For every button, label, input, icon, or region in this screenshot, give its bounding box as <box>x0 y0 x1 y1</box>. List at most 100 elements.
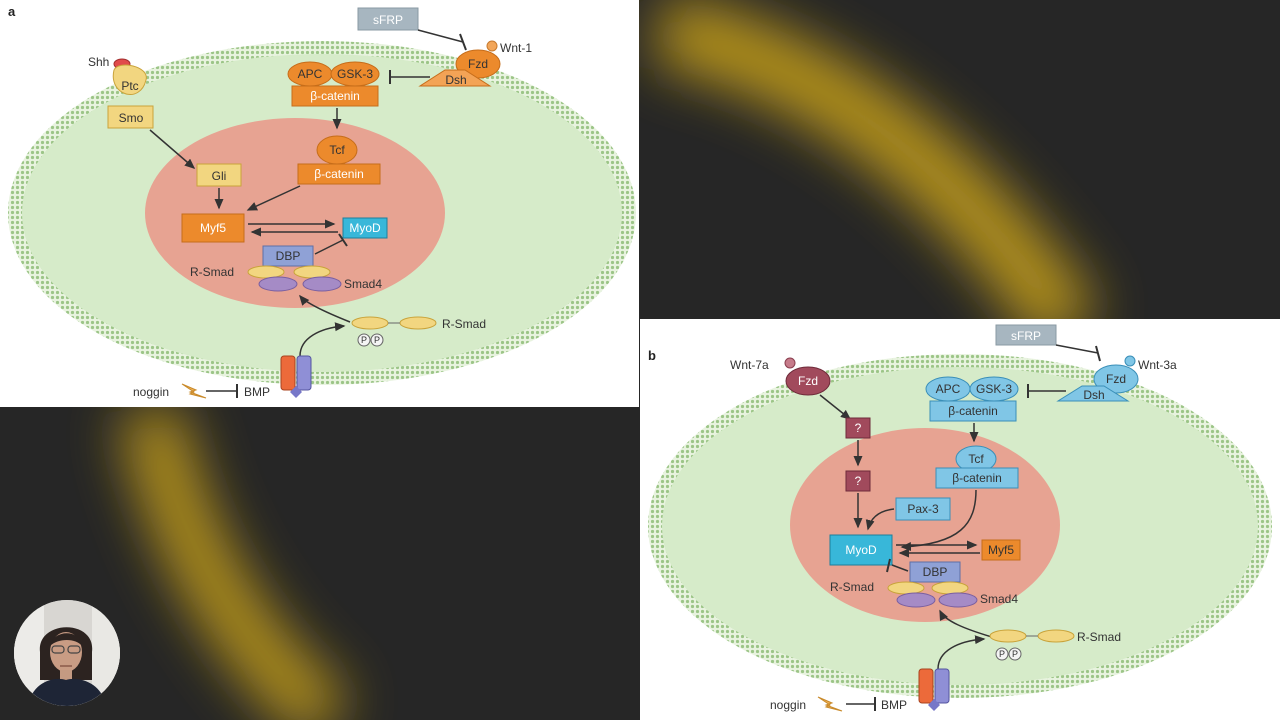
myf5-box <box>181 213 245 243</box>
noggin-label: noggin <box>770 698 806 712</box>
fzd-to-q1-arrow <box>819 394 852 420</box>
myod-box <box>342 217 388 239</box>
bmp-ligand <box>928 699 940 711</box>
rsmad-cyto-oval-2 <box>1037 629 1075 643</box>
smad4-label: Smad4 <box>344 277 382 291</box>
noggin-bolt-icon <box>817 696 843 712</box>
fzd-left-label: Fzd <box>798 374 818 388</box>
bcat-nuc-label: β-catenin <box>952 471 1002 485</box>
fzd-label: Fzd <box>468 57 488 71</box>
sfrp-box <box>357 7 419 31</box>
noggin-label: noggin <box>133 385 169 399</box>
receptor-to-rsmad-arrow <box>299 322 346 357</box>
sfrp-inhibit-line <box>1055 344 1099 354</box>
phospho-1-label: P <box>999 649 1005 659</box>
bcat-nuc-label: β-catenin <box>314 167 364 181</box>
rsmad-to-nucleus-arrow <box>939 609 993 638</box>
pax3-box <box>895 497 951 521</box>
nucleus <box>145 118 445 308</box>
dsh-label: Dsh <box>445 73 466 87</box>
phospho-1 <box>995 647 1009 661</box>
wnt7a-ligand <box>784 357 796 369</box>
bmp-receptor-2 <box>934 668 950 704</box>
smo-box <box>107 105 154 129</box>
bcat-cyto-label: β-catenin <box>310 89 360 103</box>
phospho-2 <box>1008 647 1022 661</box>
smo-label: Smo <box>119 111 144 125</box>
rsmad-nuc-label: R-Smad <box>190 265 234 279</box>
smo-to-gli-arrow <box>149 129 196 169</box>
panel-letter: b <box>648 348 656 363</box>
unknown-factor-2 <box>845 470 871 492</box>
rsmad-cyto-label: R-Smad <box>442 317 486 331</box>
dbp-inhibit-bar <box>338 233 348 247</box>
bmp-ligand <box>290 386 302 398</box>
bcat-cyto-label: β-catenin <box>948 404 998 418</box>
myf5-box <box>981 539 1021 561</box>
rsmad-cyto-oval-1 <box>351 316 389 330</box>
rsmad-cyto-oval-1 <box>989 629 1027 643</box>
bmp-label: BMP <box>881 698 907 712</box>
rsmad-nuc-oval-2 <box>293 265 331 279</box>
sfrp-box <box>995 324 1057 346</box>
rsmad-cyto-oval-2 <box>399 316 437 330</box>
tcf-label: Tcf <box>968 452 984 466</box>
bmp-receptor-1 <box>280 355 296 391</box>
bcat-cyto-box <box>929 400 1017 422</box>
sfrp-inhibit-bar <box>1095 345 1101 362</box>
rsmad-cyto-label: R-Smad <box>1077 630 1121 644</box>
unknown-factor-1-label: ? <box>855 421 862 435</box>
phospho-1 <box>357 333 371 347</box>
apc-label: APC <box>298 67 323 81</box>
rsmad-nuc-oval-1 <box>887 581 925 595</box>
pax3-label: Pax-3 <box>907 502 939 516</box>
receptor-to-rsmad-arrow <box>937 635 986 670</box>
rsmad-nuc-oval-2 <box>931 581 969 595</box>
bmp-receptor-1 <box>918 668 934 704</box>
dbp-inhibit-bar <box>886 558 891 573</box>
bcat-nuc-box <box>935 467 1019 489</box>
rsmad-nuc-oval-1 <box>247 265 285 279</box>
panel-letter: a <box>8 4 16 19</box>
panel-b-svg: b sFRP Wnt-3a Fzd Dsh APC GSK-3 β-cateni… <box>648 324 1272 712</box>
dbp-inhibit-line <box>891 564 909 572</box>
dbp-box <box>909 561 961 583</box>
diagram-panel-b: b sFRP Wnt-3a Fzd Dsh APC GSK-3 β-cateni… <box>640 319 1280 720</box>
noggin-bolt-icon <box>181 383 207 399</box>
smad4-label: Smad4 <box>980 592 1018 606</box>
phospho-2-label: P <box>374 335 380 345</box>
smad4-oval-1 <box>258 276 298 292</box>
gli-label: Gli <box>212 169 227 183</box>
pax3-to-myod-arrow <box>865 508 895 531</box>
diagram-panel-a: a sFRP Wnt-1 Fzd Dsh APC GSK-3 β-catenin… <box>0 0 639 407</box>
smad4-oval-1 <box>896 592 936 608</box>
gsk3-label: GSK-3 <box>976 382 1012 396</box>
dbp-inhibit-line <box>314 239 344 255</box>
wnt-label: Wnt-1 <box>500 41 532 55</box>
sfrp-inhibit-line <box>417 29 464 43</box>
myf5-label: Myf5 <box>200 221 226 235</box>
rsmad-nuc-label: R-Smad <box>830 580 874 594</box>
shh-label: Shh <box>88 55 109 69</box>
rsmad-to-nucleus-arrow <box>299 294 351 323</box>
myf5-label: Myf5 <box>988 543 1014 557</box>
wnt7a-label: Wnt-7a <box>730 358 769 372</box>
dsh-shape <box>1056 385 1130 402</box>
bmp-label: BMP <box>244 385 270 399</box>
dsh-shape <box>418 69 492 87</box>
gli-box <box>196 163 242 187</box>
myod-label: MyoD <box>845 543 877 557</box>
bcat-to-myf5-arrow <box>246 185 301 211</box>
wnt3a-ligand <box>1124 355 1136 367</box>
tcf-label: Tcf <box>329 143 345 157</box>
wnt-ligand <box>486 40 498 52</box>
dsh-label: Dsh <box>1083 388 1104 402</box>
bcat-cyto-box <box>291 85 379 107</box>
sfrp-label: sFRP <box>373 13 403 27</box>
myod-box <box>829 534 893 566</box>
apc-label: APC <box>936 382 961 396</box>
panel-a-svg: a sFRP Wnt-1 Fzd Dsh APC GSK-3 β-catenin… <box>8 4 636 399</box>
fzd-left-receptor <box>785 366 831 396</box>
dbp-label: DBP <box>276 249 301 263</box>
gsk3-label: GSK-3 <box>337 67 373 81</box>
